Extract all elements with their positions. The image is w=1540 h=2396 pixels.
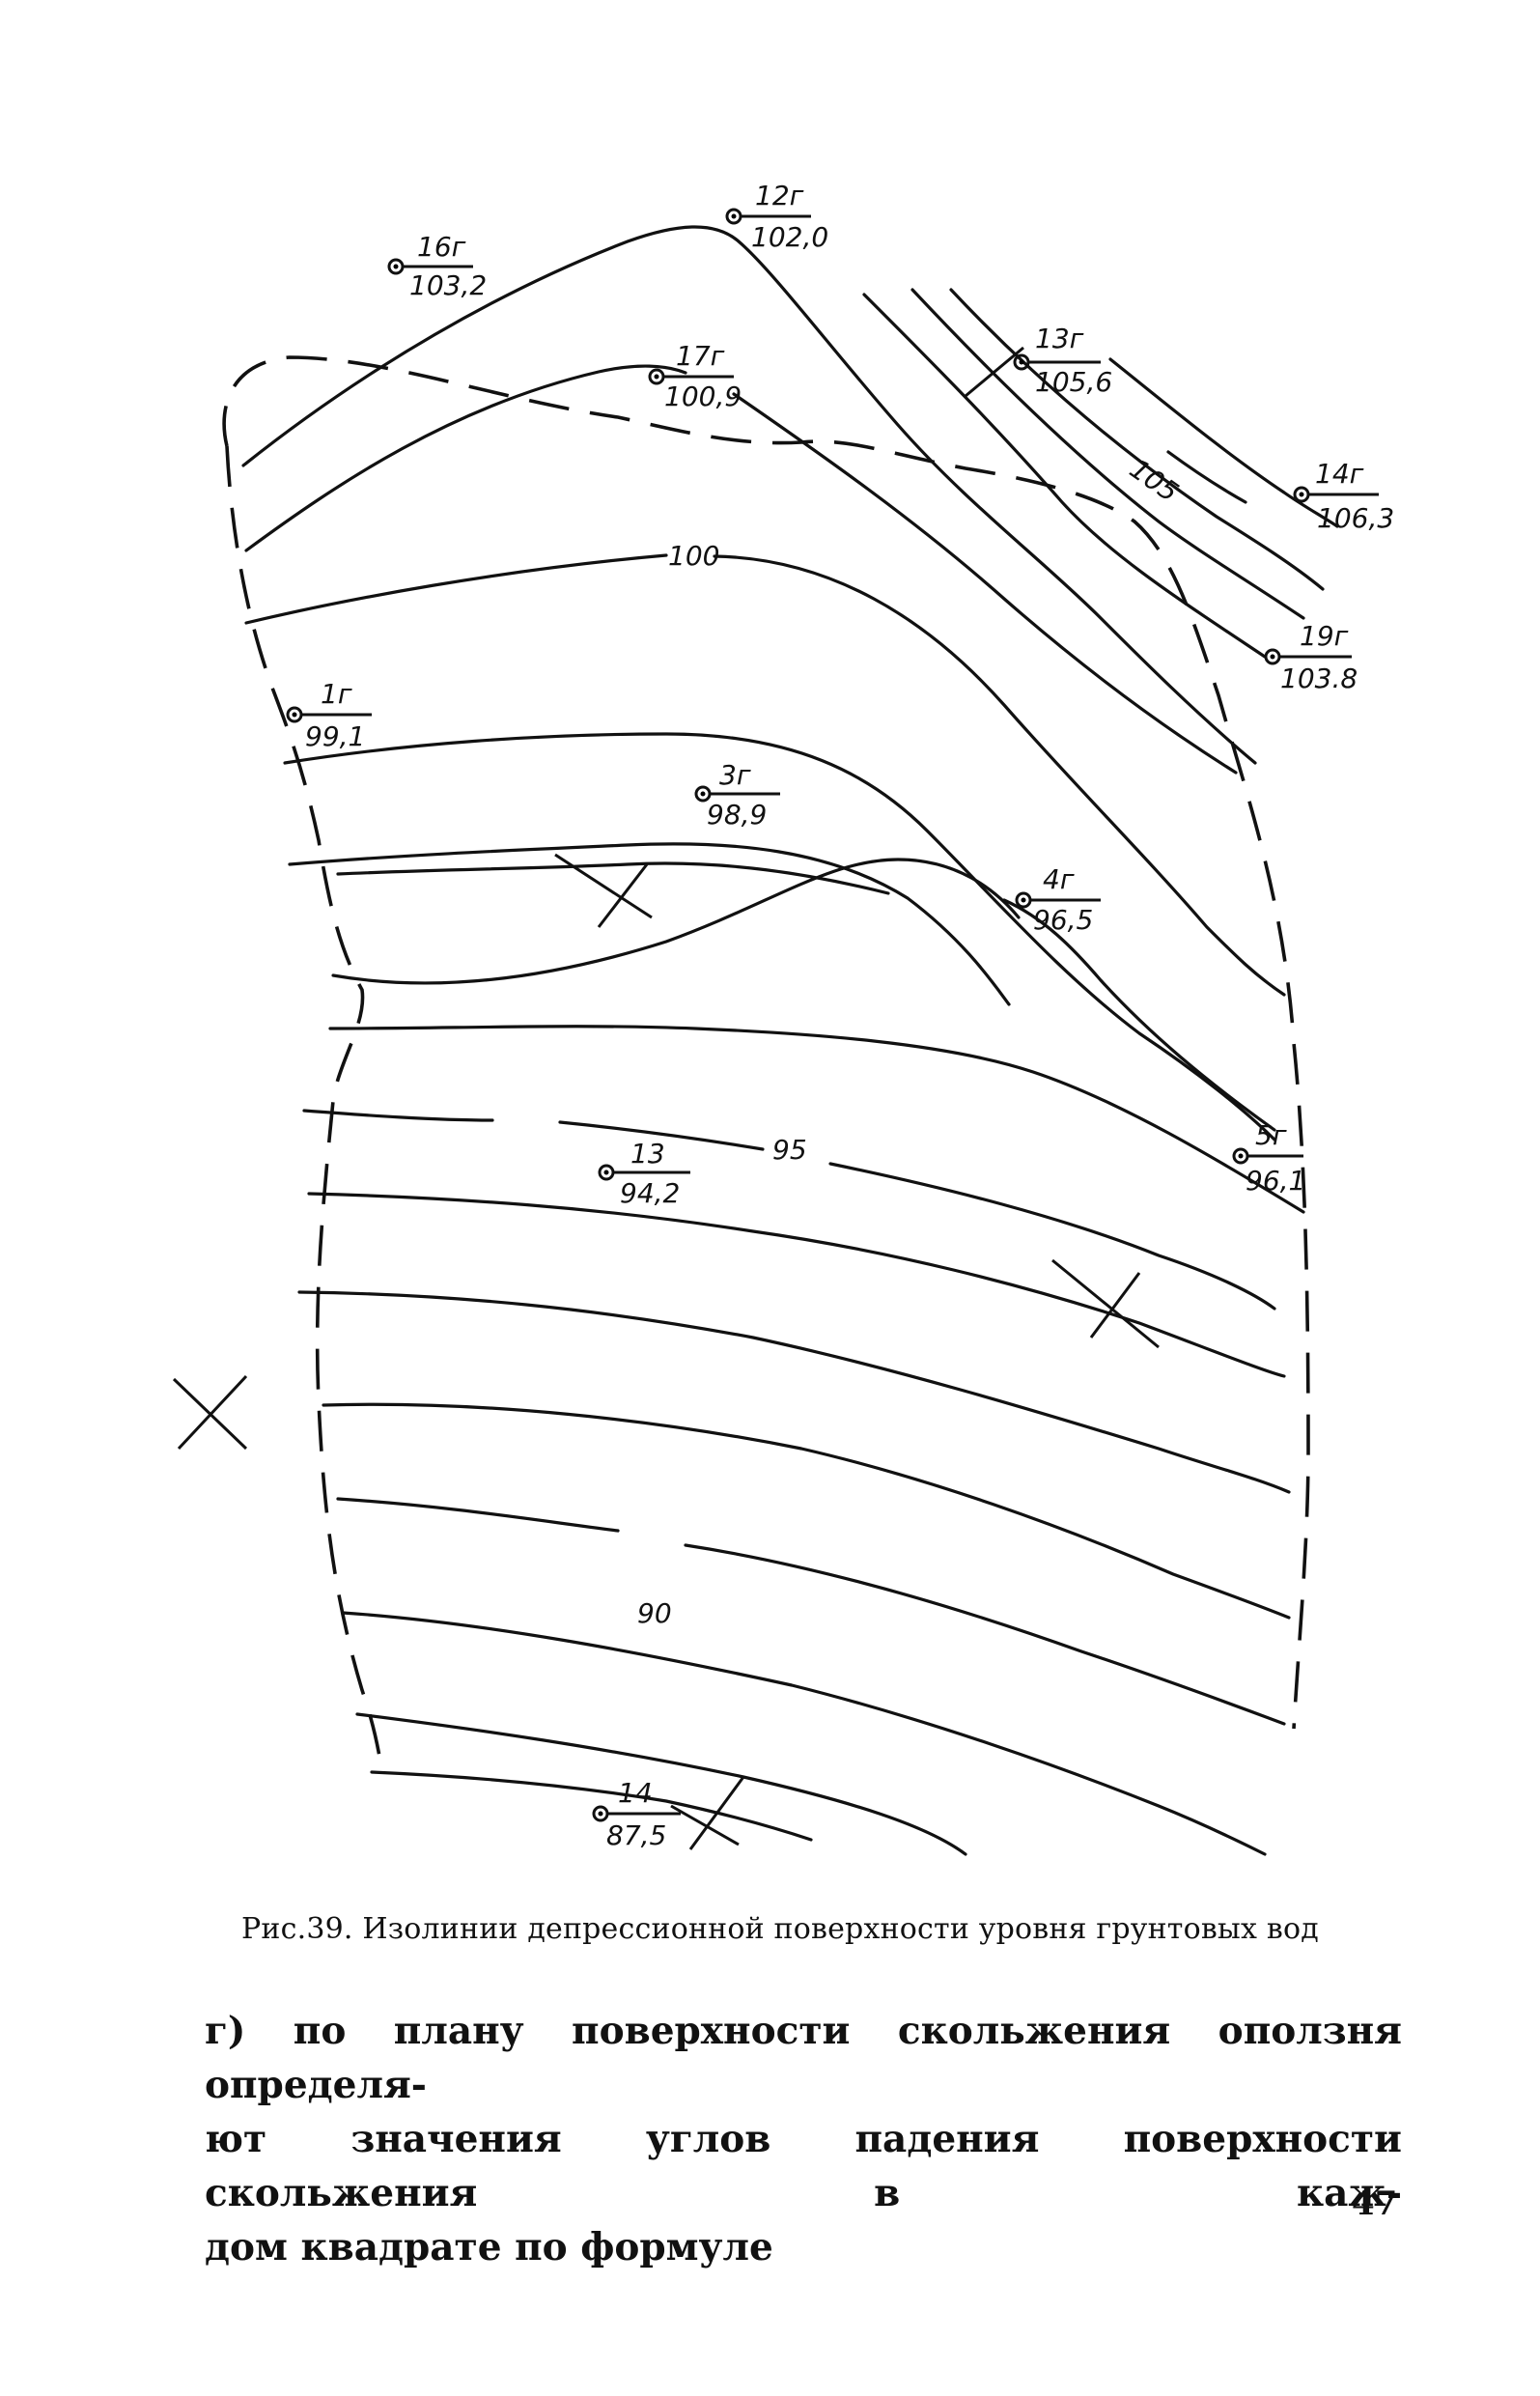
page-number: 47 bbox=[1352, 2185, 1398, 2223]
well-14: 14 87,5 bbox=[592, 1777, 681, 1851]
svg-text:99,1: 99,1 bbox=[305, 720, 365, 752]
well-19г: 19г 103.8 bbox=[1264, 620, 1358, 694]
cross-marks bbox=[172, 346, 1160, 1850]
svg-text:96,1: 96,1 bbox=[1246, 1165, 1305, 1197]
svg-text:19г: 19г bbox=[1300, 620, 1349, 652]
well-14г: 14г 106,3 bbox=[1293, 458, 1394, 534]
contour-labels: 105 100 95 90 bbox=[637, 453, 1185, 1629]
well-1г: 1г 99,1 bbox=[286, 678, 372, 752]
svg-text:14: 14 bbox=[618, 1777, 653, 1809]
well-17г: 17г 100,9 bbox=[648, 340, 742, 412]
svg-text:94,2: 94,2 bbox=[620, 1177, 680, 1209]
svg-text:14г: 14г bbox=[1315, 458, 1364, 490]
well-16г: 16г 103,2 bbox=[387, 231, 487, 301]
svg-text:87,5: 87,5 bbox=[606, 1819, 666, 1851]
svg-text:4г: 4г bbox=[1043, 863, 1075, 895]
svg-text:105,6: 105,6 bbox=[1035, 366, 1112, 398]
svg-text:102,0: 102,0 bbox=[751, 221, 828, 253]
svg-text:103.8: 103.8 bbox=[1280, 662, 1358, 694]
well-13г: 13г 105,6 bbox=[1013, 323, 1112, 398]
svg-text:98,9: 98,9 bbox=[707, 799, 767, 831]
svg-text:3г: 3г bbox=[719, 759, 751, 791]
well-13: 13 94,2 bbox=[598, 1138, 690, 1209]
svg-text:100,9: 100,9 bbox=[664, 381, 742, 412]
paragraph-line: ют значения углов падения поверхности ск… bbox=[205, 2117, 1402, 2215]
figure-caption: Рис.39. Изолинии депрессионной поверхнос… bbox=[241, 1912, 1319, 1946]
body-paragraph: г) по плану поверхности скольжения ополз… bbox=[205, 2004, 1402, 2274]
svg-text:106,3: 106,3 bbox=[1317, 502, 1394, 534]
well-12г: 12г 102,0 bbox=[725, 180, 828, 253]
svg-text:103,2: 103,2 bbox=[409, 269, 487, 301]
svg-text:16г: 16г bbox=[417, 231, 466, 263]
paragraph-line: дом квадрате по формуле bbox=[205, 2225, 773, 2269]
isolines bbox=[241, 225, 1339, 1856]
svg-text:13г: 13г bbox=[1035, 323, 1084, 354]
svg-text:95: 95 bbox=[772, 1134, 807, 1166]
svg-text:13: 13 bbox=[630, 1138, 665, 1170]
svg-text:5г: 5г bbox=[1255, 1119, 1287, 1151]
svg-text:1г: 1г bbox=[321, 678, 352, 710]
svg-text:100: 100 bbox=[668, 540, 719, 572]
svg-text:96,5: 96,5 bbox=[1033, 904, 1093, 936]
well-5г: 5г 96,1 bbox=[1232, 1119, 1305, 1197]
svg-text:17г: 17г bbox=[676, 340, 725, 372]
well-4г: 4г 96,5 bbox=[1015, 863, 1101, 936]
well-3г: 3г 98,9 bbox=[694, 759, 780, 831]
landslide-boundary-left bbox=[225, 445, 383, 1768]
landslide-boundary bbox=[222, 355, 1310, 1730]
svg-text:12г: 12г bbox=[755, 180, 804, 211]
paragraph-line: г) по плану поверхности скольжения ополз… bbox=[205, 2009, 1402, 2107]
svg-text:90: 90 bbox=[637, 1597, 672, 1629]
